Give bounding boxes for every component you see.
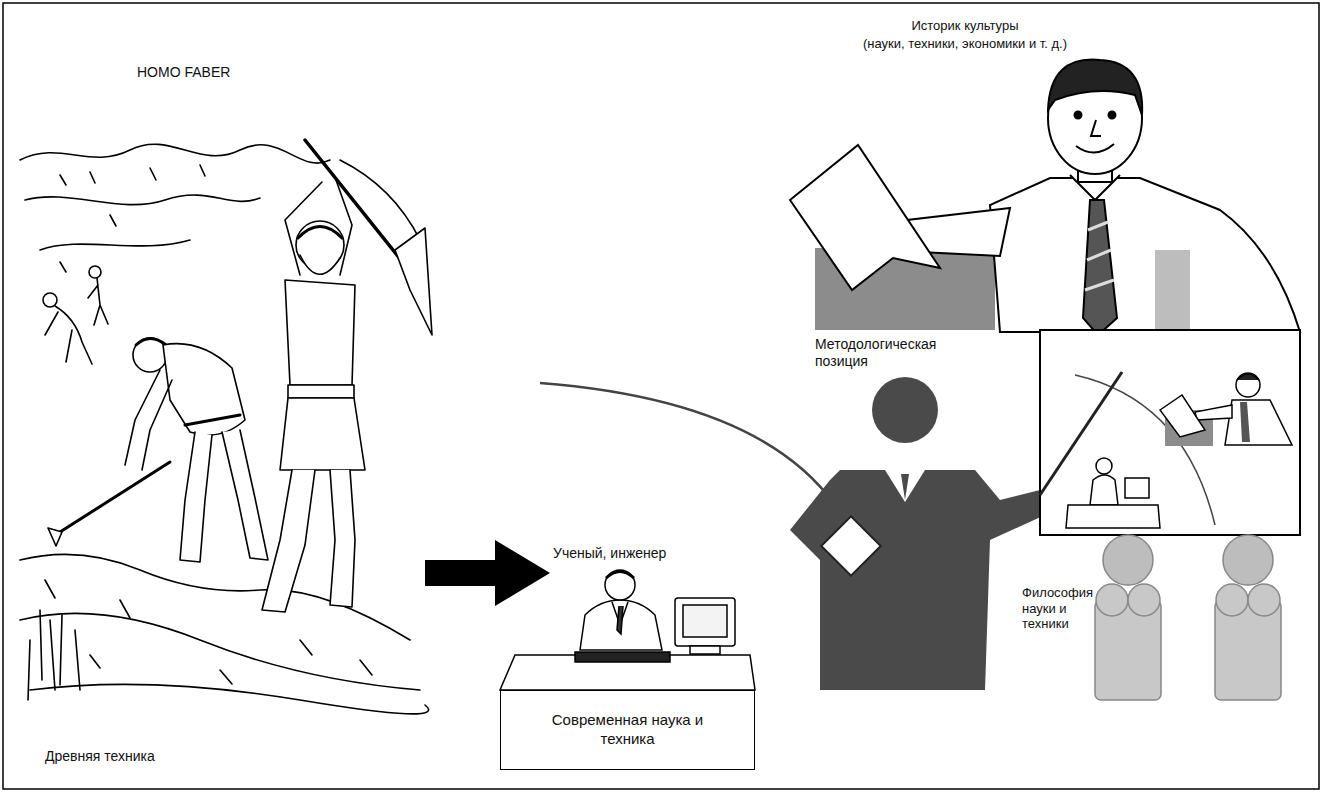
inset-frame-part: [1096, 458, 1112, 474]
ancient-scene-part: [25, 195, 260, 205]
text-label: Ученый, инженер: [553, 545, 693, 562]
audience: [1095, 535, 1281, 700]
methodologist: [790, 377, 1045, 690]
audience-part: [1096, 584, 1128, 616]
ancient-scene-part: [125, 370, 172, 470]
ancient-scene-part: [48, 528, 62, 546]
historian-part: [1109, 112, 1116, 119]
scientist: [500, 570, 755, 690]
ancient-scene-part: [300, 255, 340, 274]
inset-frame-part: [1225, 400, 1292, 445]
ancient-scene-part: [28, 610, 80, 700]
inset-frame-part: [1237, 374, 1259, 380]
text-label: Методологическая позиция: [815, 336, 955, 370]
ancient-scene-part: [395, 228, 432, 335]
methodologist-part: [872, 377, 938, 443]
ancient-scene-part: [222, 430, 268, 560]
methodologist-part: [790, 470, 1045, 690]
scientist-part: [690, 646, 720, 654]
audience-part: [1216, 584, 1248, 616]
ancient-scene-part: [133, 338, 167, 372]
historian-part: [1085, 222, 1114, 290]
inset-frame-part: [1125, 478, 1149, 498]
scientist-part: [580, 600, 662, 650]
historian-part: [1048, 60, 1142, 115]
pointer: [1040, 372, 1122, 495]
ancient-scene-part: [330, 470, 355, 607]
ancient-scene-part: [163, 344, 245, 435]
scientist-part: [605, 570, 635, 600]
historian: [790, 60, 1300, 335]
ancient-scene-part: [288, 385, 354, 398]
ancient-scene-part: [20, 144, 330, 163]
historian-part: [1076, 144, 1114, 153]
ancient-scene-part: [43, 293, 57, 307]
text-label: Историк культуры: [815, 18, 1115, 34]
inset-frame-part: [1066, 505, 1160, 528]
ancient-scene-part: [45, 580, 372, 684]
audience-part: [1128, 584, 1160, 616]
methodologist-part: [901, 474, 909, 500]
inset-frame-part: [1236, 373, 1260, 397]
box-text: Современная наука и техника: [541, 711, 714, 749]
scientist-part: [675, 598, 735, 646]
ancient-scene-part: [285, 180, 352, 275]
historian-part: [1075, 112, 1082, 119]
ancient-scene-part: [280, 398, 365, 470]
ancient-scene-part: [285, 280, 355, 385]
ancient-scene-part: [89, 266, 101, 278]
ancient-scene-part: [45, 306, 92, 364]
text-label: Философия науки и техники: [1022, 585, 1094, 632]
ancient-scene-part: [298, 227, 342, 239]
historian-part: [1155, 250, 1190, 330]
inset-frame-part: [1090, 475, 1118, 505]
methodologist-part: [885, 470, 925, 502]
audience-part: [1223, 535, 1273, 585]
audience-part: [1248, 584, 1280, 616]
ancient-scene-part: [60, 165, 205, 272]
big-arrow: [425, 540, 550, 606]
ancient-scene-part: [88, 278, 108, 325]
ancient-scene-part: [60, 462, 170, 532]
ancient-scene-part: [30, 684, 429, 714]
ancient-scene-part: [180, 432, 212, 562]
ancient-scene-part: [185, 415, 240, 425]
methodologist-part: [821, 516, 880, 575]
historian-part: [790, 145, 940, 290]
text-box: Современная наука и техника: [500, 690, 755, 770]
text-label: Древняя техника: [45, 748, 225, 765]
inset-frame-part: [1075, 375, 1215, 525]
ancient-scene-part: [262, 470, 315, 612]
ancient-scene: [20, 140, 432, 714]
ancient-scene-part: [20, 613, 420, 690]
frame: [3, 3, 1319, 789]
scientist-part: [606, 572, 634, 579]
historian-part: [1091, 120, 1101, 136]
historian-part: [1083, 200, 1117, 335]
inset-frame-part: [1240, 402, 1250, 442]
text-label: HOMO FABER: [137, 64, 297, 81]
audience-part: [1103, 535, 1153, 585]
ancient-scene-part: [136, 339, 166, 346]
ancient-scene-part: [40, 240, 190, 250]
arc-line: [540, 383, 835, 505]
historian-part: [990, 178, 1300, 332]
inset-frame-part: [1040, 330, 1300, 535]
inset-frame-part: [1195, 405, 1232, 420]
scientist-part: [683, 605, 727, 637]
scientist-part: [575, 652, 670, 662]
inset-frame-part: [1160, 395, 1205, 437]
scientist-part: [617, 606, 623, 634]
text-label: (науки, техники, экономики и т. д.): [815, 36, 1115, 52]
inset-frame: [1040, 330, 1300, 535]
